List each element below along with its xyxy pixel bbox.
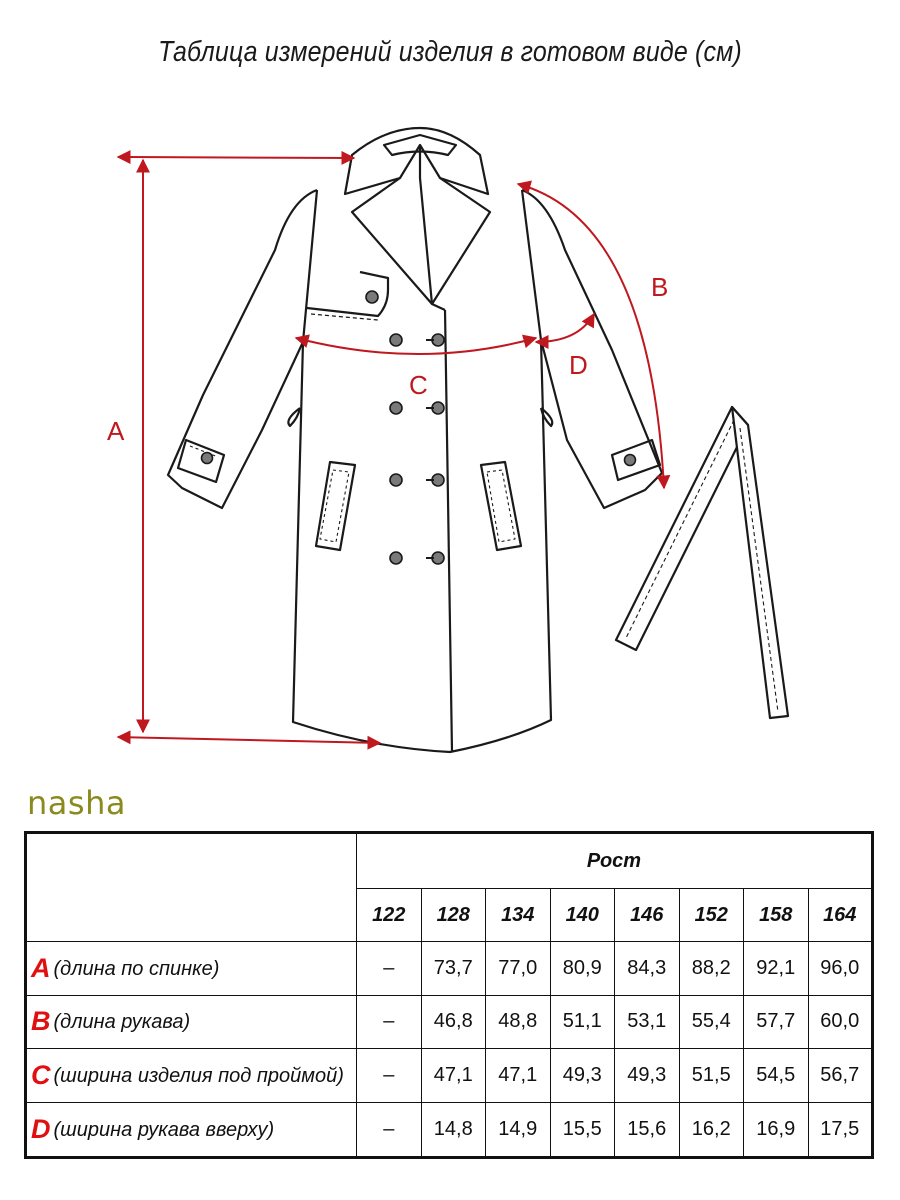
size-header: 152 [678, 888, 744, 942]
table-cell: 46,8 [420, 994, 486, 1050]
table-cell: 53,1 [614, 994, 680, 1050]
row-label: B(длина рукава) [25, 994, 357, 1050]
size-header: 122 [356, 888, 422, 942]
row-label: C(ширина изделия под проймой) [25, 1048, 357, 1103]
table-cell: 16,9 [743, 1101, 809, 1159]
table-cell: 77,0 [485, 941, 551, 996]
table-cell: 47,1 [485, 1048, 551, 1103]
table-cell: – [356, 1048, 422, 1103]
row-label: A(длина по спинке) [25, 941, 357, 996]
table-row: C(ширина изделия под проймой) – 47,1 47,… [25, 1048, 873, 1103]
label-d: D [569, 350, 588, 380]
table-cell: 16,2 [678, 1101, 744, 1159]
table-cell: 54,5 [743, 1048, 809, 1103]
measure-b-arc [516, 180, 671, 490]
row-description: (ширина изделия под проймой) [53, 1064, 344, 1087]
table-cell: 96,0 [807, 941, 873, 996]
brand-logo: nasha [27, 784, 126, 822]
table-row: B(длина рукава) – 46,8 48,8 51,1 53,1 55… [25, 994, 873, 1050]
row-letter: C [31, 1059, 51, 1090]
label-c: C [409, 370, 428, 400]
table-cell: 84,3 [614, 941, 680, 996]
table-cell: – [356, 994, 422, 1050]
page-title: Таблица измерений изделия в готовом виде… [158, 36, 742, 68]
coat-belt [614, 405, 790, 720]
table-cell: 49,3 [614, 1048, 680, 1103]
table-cell: 15,6 [614, 1101, 680, 1159]
row-letter: B [31, 1006, 51, 1037]
table-row: A(длина по спинке) – 73,7 77,0 80,9 84,3… [25, 941, 873, 996]
size-header: 146 [614, 888, 680, 942]
size-header: 128 [420, 888, 486, 942]
row-description: (длина по спинке) [53, 957, 220, 980]
table-cell: 88,2 [678, 941, 744, 996]
table-cell: 51,5 [678, 1048, 744, 1103]
size-table: Рост 122 128 134 140 146 152 158 164 A(д… [24, 831, 874, 1159]
table-cell: 17,5 [807, 1101, 873, 1159]
row-letter: A [31, 952, 51, 983]
row-letter: D [31, 1113, 51, 1144]
table-cell: 60,0 [807, 994, 873, 1050]
coat-outline [166, 126, 664, 754]
table-cell: 48,8 [485, 994, 551, 1050]
table-cell: 80,9 [549, 941, 615, 996]
table-corner-cell [25, 832, 357, 942]
table-cell: 49,3 [549, 1048, 615, 1103]
row-label: D(ширина рукава вверху) [25, 1101, 357, 1159]
table-cell: 57,7 [743, 994, 809, 1050]
measure-c-arc [294, 334, 538, 355]
row-description: (ширина рукава вверху) [53, 1118, 275, 1141]
size-header: 158 [743, 888, 809, 942]
table-cell: 14,9 [485, 1101, 551, 1159]
table-cell: 14,8 [420, 1101, 486, 1159]
measurement-lines [116, 150, 671, 750]
coat-measurement-diagram: A B C D [107, 126, 790, 754]
table-header-height: Рост [356, 832, 873, 889]
table-cell: 73,7 [420, 941, 486, 996]
label-a: A [107, 416, 125, 446]
size-header: 140 [549, 888, 615, 942]
table-cell: 15,5 [549, 1101, 615, 1159]
coat-buttons [200, 290, 637, 565]
size-header: 134 [485, 888, 551, 942]
measure-d-arc [534, 312, 595, 349]
size-header: 164 [807, 888, 873, 942]
table-cell: 47,1 [420, 1048, 486, 1103]
table-cell: 56,7 [807, 1048, 873, 1103]
table-cell: 51,1 [549, 994, 615, 1050]
size-header-row: 122 128 134 140 146 152 158 164 [26, 888, 873, 942]
row-description: (длина рукава) [53, 1011, 191, 1034]
label-b: B [651, 272, 668, 302]
table-cell: – [356, 941, 422, 996]
table-row: D(ширина рукава вверху) – 14,8 14,9 15,5… [25, 1101, 873, 1159]
table-cell: 92,1 [743, 941, 809, 996]
table-cell: 55,4 [678, 994, 744, 1050]
table-cell: – [356, 1101, 422, 1159]
